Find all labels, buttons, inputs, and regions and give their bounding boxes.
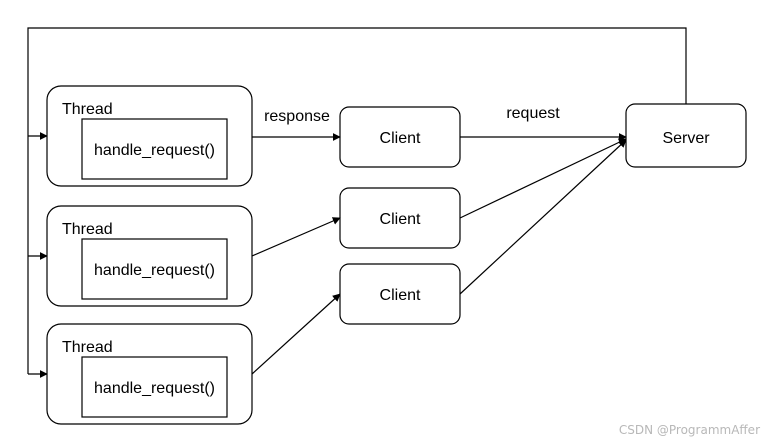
handle-request-label: handle_request() xyxy=(94,380,215,397)
handle-request-box xyxy=(81,118,228,180)
server-feedback-line xyxy=(27,27,687,374)
client-label: Client xyxy=(380,211,421,228)
handle-request-label: handle_request() xyxy=(94,142,215,159)
client-node-2: Client xyxy=(339,187,461,249)
client-label: Client xyxy=(380,287,421,304)
request-arrow-2 xyxy=(459,138,627,219)
thread-node-3: Thread handle_request() xyxy=(46,323,253,425)
handle-request-box xyxy=(81,356,228,418)
watermark: CSDN @ProgrammAffer xyxy=(618,423,760,437)
thread-node-2: Thread handle_request() xyxy=(46,205,253,307)
handle-request-label: handle_request() xyxy=(94,262,215,279)
request-arrow-3 xyxy=(459,139,627,295)
client-node-3: Client xyxy=(339,263,461,325)
thread-label: Thread xyxy=(62,101,113,118)
response-arrow-3 xyxy=(251,293,341,375)
server-label: Server xyxy=(662,130,710,147)
thread-label: Thread xyxy=(62,339,113,356)
client-node-1: Client xyxy=(339,106,461,168)
thread-node-1: Thread handle_request() xyxy=(46,85,253,187)
request-label: request xyxy=(506,105,560,122)
client-label: Client xyxy=(380,130,421,147)
response-arrow-2 xyxy=(251,217,341,257)
thread-label: Thread xyxy=(62,221,113,238)
server-node: Server xyxy=(625,103,747,168)
response-label: response xyxy=(264,108,330,125)
handle-request-box xyxy=(81,238,228,300)
